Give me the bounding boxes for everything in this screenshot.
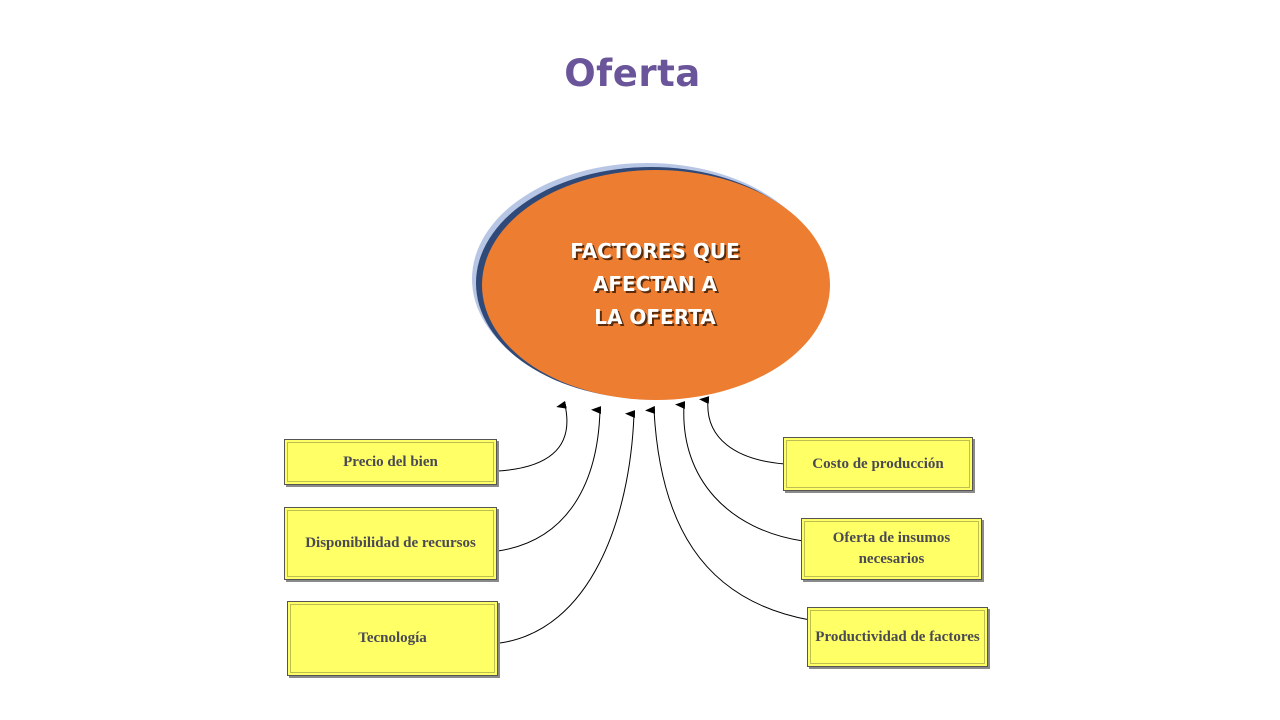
connector-precio xyxy=(497,400,568,472)
factor-label: Tecnología xyxy=(358,630,427,646)
center-label: FACTORES QUE AFECTAN A LA OFERTA xyxy=(520,235,790,334)
factor-box-productividad: Productividad de factores xyxy=(807,607,988,667)
connector-insumos xyxy=(675,401,804,542)
connector-productividad xyxy=(645,405,811,621)
factor-label: Disponibilidad de recursos xyxy=(305,535,476,551)
factor-label: Precio del bien xyxy=(343,453,438,470)
slide-title: Oferta xyxy=(564,52,701,95)
connector-tecnologia xyxy=(499,410,636,644)
factor-box-precio: Precio del bien xyxy=(284,439,497,485)
factor-box-insumos: Oferta de insumos necesarios xyxy=(801,518,982,580)
connector-disponibilidad xyxy=(497,406,602,552)
center-label-line-2: AFECTAN A xyxy=(592,272,718,296)
factor-box-disponibilidad: Disponibilidad de recursos xyxy=(284,507,497,580)
center-label-line-3: LA OFERTA xyxy=(594,305,716,329)
factor-box-costo: Costo de producción xyxy=(783,437,973,491)
center-label-line-1: FACTORES QUE xyxy=(570,239,740,263)
factor-label: Oferta de insumos necesarios xyxy=(832,530,951,567)
factor-box-tecnologia: Tecnología xyxy=(287,601,498,676)
factor-label: Costo de producción xyxy=(812,455,944,472)
factor-label: Productividad de factores xyxy=(815,628,980,645)
center-ellipse xyxy=(482,170,830,400)
connector-costo xyxy=(699,396,786,465)
